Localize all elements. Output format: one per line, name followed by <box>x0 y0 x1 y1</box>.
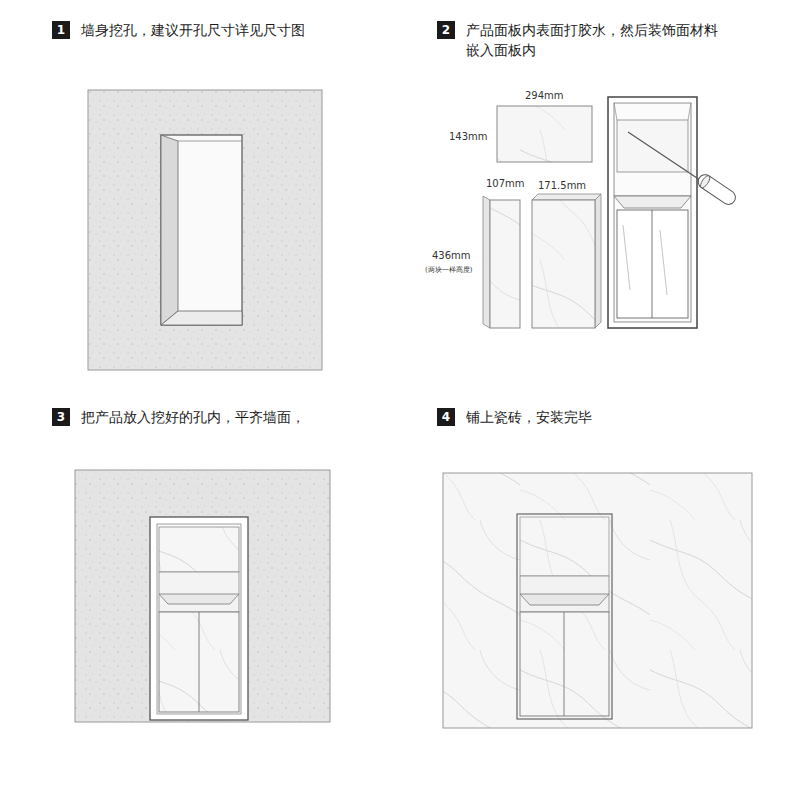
step-marker: 4 铺上瓷砖，安装完毕 <box>437 407 592 427</box>
step-instruction: 墙身挖孔，建议开孔尺寸详见尺寸图 <box>81 20 305 40</box>
drawing-rect <box>617 210 688 318</box>
dimension-label: 107mm <box>486 178 525 190</box>
dimension-label: 294mm <box>525 90 564 102</box>
drawing-line <box>199 612 200 712</box>
drawing-rect <box>520 576 609 612</box>
drawing-polygon <box>520 594 609 605</box>
decor-pieces <box>483 106 601 328</box>
step-number: 3 <box>52 408 70 426</box>
drawing-line <box>564 612 565 716</box>
step-marker: 1 墙身挖孔，建议开孔尺寸详见尺寸图 <box>52 20 305 40</box>
drawing-line <box>614 103 617 120</box>
drawing-polygon <box>532 194 601 200</box>
step-number: 4 <box>437 408 455 426</box>
drawing-rect <box>490 200 520 328</box>
drawing-line <box>178 141 242 142</box>
wall-with-hole <box>88 90 322 370</box>
step-instruction: 把产品放入挖好的孔内，平齐墙面， <box>81 407 305 427</box>
drawing-rect <box>161 135 242 325</box>
drawing-rect <box>159 612 239 712</box>
drawing-rect <box>75 470 330 722</box>
drawing-rect <box>532 200 595 328</box>
glue-gun <box>628 132 738 207</box>
drawing-polygon <box>161 311 242 325</box>
drawing-polygon <box>614 196 691 208</box>
drawing-rect <box>517 514 612 719</box>
drawing-rect <box>520 612 609 716</box>
drawing-g <box>696 172 739 207</box>
dimension-label: 143mm <box>449 131 488 143</box>
step-marker: 2 产品面板内表面打胶水，然后装饰面材料嵌入面板内 <box>437 20 728 60</box>
drawing-polygon <box>483 196 490 328</box>
drawing-rect <box>696 172 739 207</box>
drawing-rect <box>150 517 248 720</box>
step-number: 2 <box>437 21 455 39</box>
product-box <box>608 97 697 328</box>
tiled-wall <box>443 473 752 728</box>
drawing-line <box>660 230 667 295</box>
drawing-polygon <box>595 194 601 328</box>
step-instruction: 产品面板内表面打胶水，然后装饰面材料嵌入面板内 <box>466 20 728 60</box>
dimension-label: 436mm <box>432 250 471 262</box>
drawing-rect <box>88 90 322 370</box>
drawing-rect <box>159 572 239 612</box>
drawing-rect <box>520 517 609 576</box>
dimension-label: (两块一样高度) <box>425 266 472 274</box>
drawing-rect <box>614 103 691 322</box>
drawing-line <box>623 225 630 290</box>
drawing-rect <box>159 527 239 572</box>
step-instruction: 铺上瓷砖，安装完毕 <box>466 407 592 427</box>
step-number: 1 <box>52 21 70 39</box>
drawing-rect <box>443 473 752 728</box>
drawing-line <box>688 103 691 120</box>
drawing-line <box>628 132 700 180</box>
wall-with-product <box>75 470 330 722</box>
drawing-line <box>652 210 653 318</box>
drawing-polygon <box>161 135 178 325</box>
drawing-polygon <box>159 594 239 604</box>
drawing-rect <box>497 106 592 162</box>
dimension-label: 171.5mm <box>538 180 586 192</box>
drawing-ellipse <box>699 174 712 189</box>
step-marker: 3 把产品放入挖好的孔内，平齐墙面， <box>52 407 305 427</box>
drawing-rect <box>157 524 241 714</box>
drawing-rect <box>608 97 697 328</box>
